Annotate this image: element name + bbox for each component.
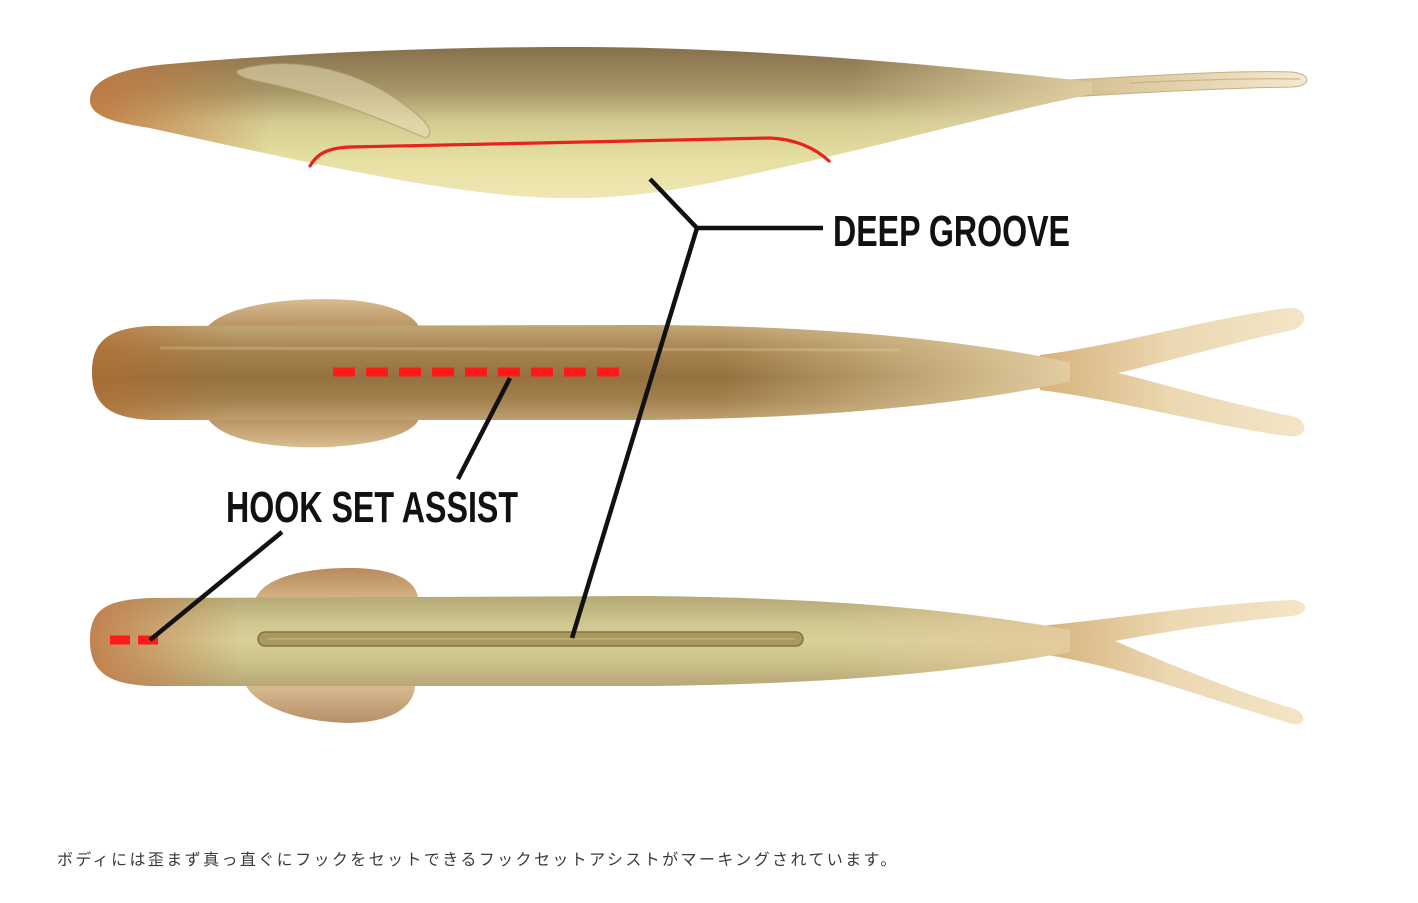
caption: ボディには歪まず真っ直ぐにフックをセットできるフックセットアシストがマーキングさ… — [57, 850, 899, 869]
deep-groove-label: DEEP GROOVE — [833, 207, 1070, 256]
lure-side-tail-split — [1129, 78, 1301, 84]
lure-top-fin-lower — [205, 414, 420, 448]
lure-bottom-tail-fork — [1040, 600, 1306, 725]
lure-top-view — [92, 299, 1305, 448]
lure-top-tail-fork — [1040, 307, 1305, 437]
leader-lines — [148, 177, 823, 642]
hook-set-assist-label: HOOK SET ASSIST — [226, 483, 518, 532]
deep-groove-leader-bottom — [569, 227, 700, 639]
lure-side-tail — [1069, 71, 1308, 98]
hook-set-assist-leader-top — [455, 376, 513, 481]
lure-bottom-fin-lower — [245, 684, 415, 723]
lure-side-view — [90, 46, 1308, 199]
lure-top-fin-upper — [205, 299, 420, 332]
lure-bottom-fin-upper — [255, 568, 418, 600]
lure-side-fin — [235, 62, 431, 139]
deep-groove-marker-line — [308, 136, 831, 168]
lure-top-ridge-highlight — [159, 346, 901, 352]
hook-set-assist-leader-head — [148, 530, 284, 642]
lure-bottom-view — [90, 568, 1306, 725]
